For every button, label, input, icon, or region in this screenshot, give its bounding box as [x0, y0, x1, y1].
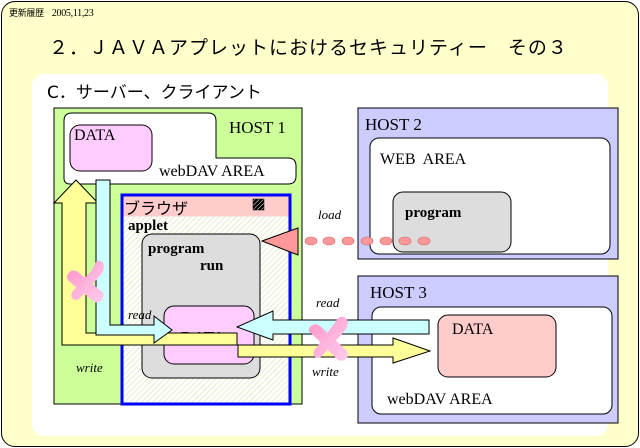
host3-data-box	[437, 314, 557, 378]
host2-box: HOST 2 WEB AREA program	[357, 107, 619, 260]
section-subtitle: C．サーバー、クライアント	[47, 83, 262, 103]
header-label: 更新履歴	[9, 9, 44, 19]
host1-read-arrow	[95, 179, 173, 344]
header-date: 2005,11,23	[51, 8, 94, 19]
host3-label: HOST 3	[370, 283, 427, 302]
host1-data-box: DATA	[69, 124, 153, 172]
slide-title: ２．ＪＡＶＡアプレットにおけるセキュリティー その３	[49, 37, 568, 59]
host3-deny-mark	[308, 316, 348, 361]
host2-program-box	[392, 191, 512, 253]
program-label: program	[148, 241, 205, 257]
host1-write-label: write	[76, 360, 103, 375]
host2-web-area-label: WEB AREA	[380, 151, 467, 168]
load-arrow-head	[260, 227, 299, 256]
host3-box: HOST 3 DATA webDAV AREA	[357, 275, 619, 424]
host3-write-label: write	[312, 364, 339, 379]
host2-label: HOST 2	[365, 115, 422, 134]
host1-deny-mark	[66, 260, 104, 303]
load-label: load	[318, 207, 342, 222]
browser-title: ブラウザ	[124, 199, 188, 218]
run-label: run	[200, 258, 224, 274]
browser-status-icon	[252, 198, 265, 211]
host3-webdav-label: webDAV AREA	[387, 391, 493, 408]
host2-program-label: program	[405, 205, 462, 221]
host1-label: HOST 1	[229, 118, 286, 137]
host1-webdav-label: webDAV AREA	[159, 163, 265, 180]
host3-data-label: DATA	[452, 321, 494, 338]
header-meta: 更新履歴 2005,11,23	[9, 6, 94, 19]
host1-read-label: read	[128, 307, 152, 322]
load-arrow	[260, 227, 431, 256]
host3-read-label: read	[316, 295, 340, 310]
host1-data-label: DATA	[74, 127, 116, 144]
applet-label: applet	[128, 218, 168, 234]
